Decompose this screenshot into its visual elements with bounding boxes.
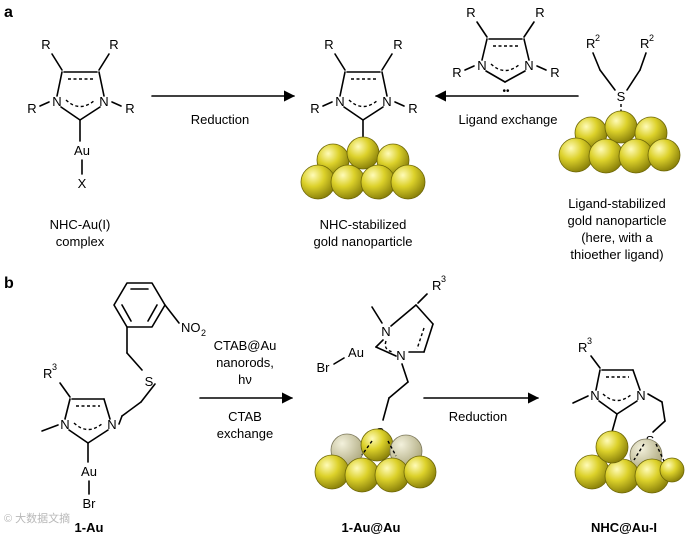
atom-r: R <box>640 36 649 51</box>
atom-r: R <box>535 5 544 20</box>
reduction-label-b: Reduction <box>449 409 508 424</box>
compound-1-au-at-au-structure: N R 3 N Au Br S <box>317 274 447 440</box>
atom-br: Br <box>83 496 97 511</box>
atom-n: N <box>590 388 599 403</box>
gold-nanoparticle-right <box>558 110 681 174</box>
atom-r: R <box>550 65 559 80</box>
conditions-line2: nanorods, <box>216 355 274 370</box>
atom-n: N <box>524 58 533 73</box>
atom-n: N <box>60 417 69 432</box>
free-nhc-carbene-structure: R R N N R R •• <box>452 5 559 97</box>
caption-ligand-stabilized-line1: Ligand-stabilized <box>568 196 666 211</box>
superscript-3: 3 <box>441 274 446 284</box>
caption-ligand-stabilized-line4: thioether ligand) <box>570 247 663 262</box>
atom-br: Br <box>317 360 331 375</box>
compound-1-au-structure: NO 2 S R 3 N N Au Br <box>41 282 206 511</box>
nhc-stabilized-nanoparticle-structure: R R N N R R <box>310 37 418 151</box>
conditions-line5: exchange <box>217 426 273 441</box>
ligand-exchange-label: Ligand exchange <box>458 112 557 127</box>
atom-r: R <box>408 101 417 116</box>
atom-r3: R <box>432 278 441 293</box>
atom-au: Au <box>348 345 364 360</box>
label-1-au-at-au: 1-Au@Au <box>342 520 401 535</box>
gold-nanoparticle-center-b <box>314 428 437 493</box>
atom-au: Au <box>74 143 90 158</box>
gold-nanoparticle-right-b <box>574 430 685 494</box>
atom-r: R <box>310 101 319 116</box>
atom-r: R <box>466 5 475 20</box>
atom-r: R <box>586 36 595 51</box>
atom-s: S <box>145 374 154 389</box>
atom-x: X <box>78 176 87 191</box>
atom-n: N <box>99 94 108 109</box>
atom-n: N <box>52 94 61 109</box>
superscript-2: 2 <box>649 33 654 43</box>
atom-n: N <box>636 388 645 403</box>
nhc-au-complex-structure: R R N N R R Au X <box>27 37 134 191</box>
atom-r: R <box>41 37 50 52</box>
conditions-line3: hν <box>238 372 252 387</box>
atom-r3: R <box>578 340 587 355</box>
atom-n: N <box>382 94 391 109</box>
atom-n: N <box>107 417 116 432</box>
conditions-line1: CTAB@Au <box>214 338 277 353</box>
atom-no2: NO <box>181 320 201 335</box>
panel-label-a: a <box>4 4 13 21</box>
atom-au: Au <box>81 464 97 479</box>
caption-ligand-stabilized-line2: gold nanoparticle <box>567 213 666 228</box>
lone-pair-dots: •• <box>502 86 510 97</box>
gold-nanoparticle-center <box>300 136 426 200</box>
atom-s: S <box>617 89 626 104</box>
atom-n: N <box>335 94 344 109</box>
thioether-ligand-structure: R 2 R 2 S <box>586 33 654 124</box>
atom-r: R <box>452 65 461 80</box>
nhc-at-au-i-structure: R 3 N N S <box>572 336 666 448</box>
superscript-2: 2 <box>595 33 600 43</box>
superscript-3: 3 <box>52 362 57 372</box>
caption-nhc-au-line2: complex <box>56 234 105 249</box>
label-1-au: 1-Au <box>75 520 104 535</box>
conditions-line4: CTAB <box>228 409 262 424</box>
atom-r: R <box>324 37 333 52</box>
label-nhc-at-au-i: NHC@Au-I <box>591 520 657 535</box>
watermark: © 大数据文摘 <box>4 511 70 525</box>
atom-n: N <box>396 348 405 363</box>
atom-r: R <box>27 101 36 116</box>
subscript-2: 2 <box>201 328 206 338</box>
caption-ligand-stabilized-line3: (here, with a <box>581 230 653 245</box>
caption-nhc-stabilized-line1: NHC-stabilized <box>320 217 407 232</box>
panel-label-b: b <box>4 275 14 292</box>
superscript-3: 3 <box>587 336 592 346</box>
reduction-label: Reduction <box>191 112 250 127</box>
atom-r: R <box>125 101 134 116</box>
atom-n: N <box>477 58 486 73</box>
caption-nhc-stabilized-line2: gold nanoparticle <box>313 234 412 249</box>
atom-r3: R <box>43 366 52 381</box>
atom-r: R <box>109 37 118 52</box>
atom-r: R <box>393 37 402 52</box>
caption-nhc-au-line1: NHC-Au(I) <box>50 217 111 232</box>
atom-n: N <box>381 324 390 339</box>
